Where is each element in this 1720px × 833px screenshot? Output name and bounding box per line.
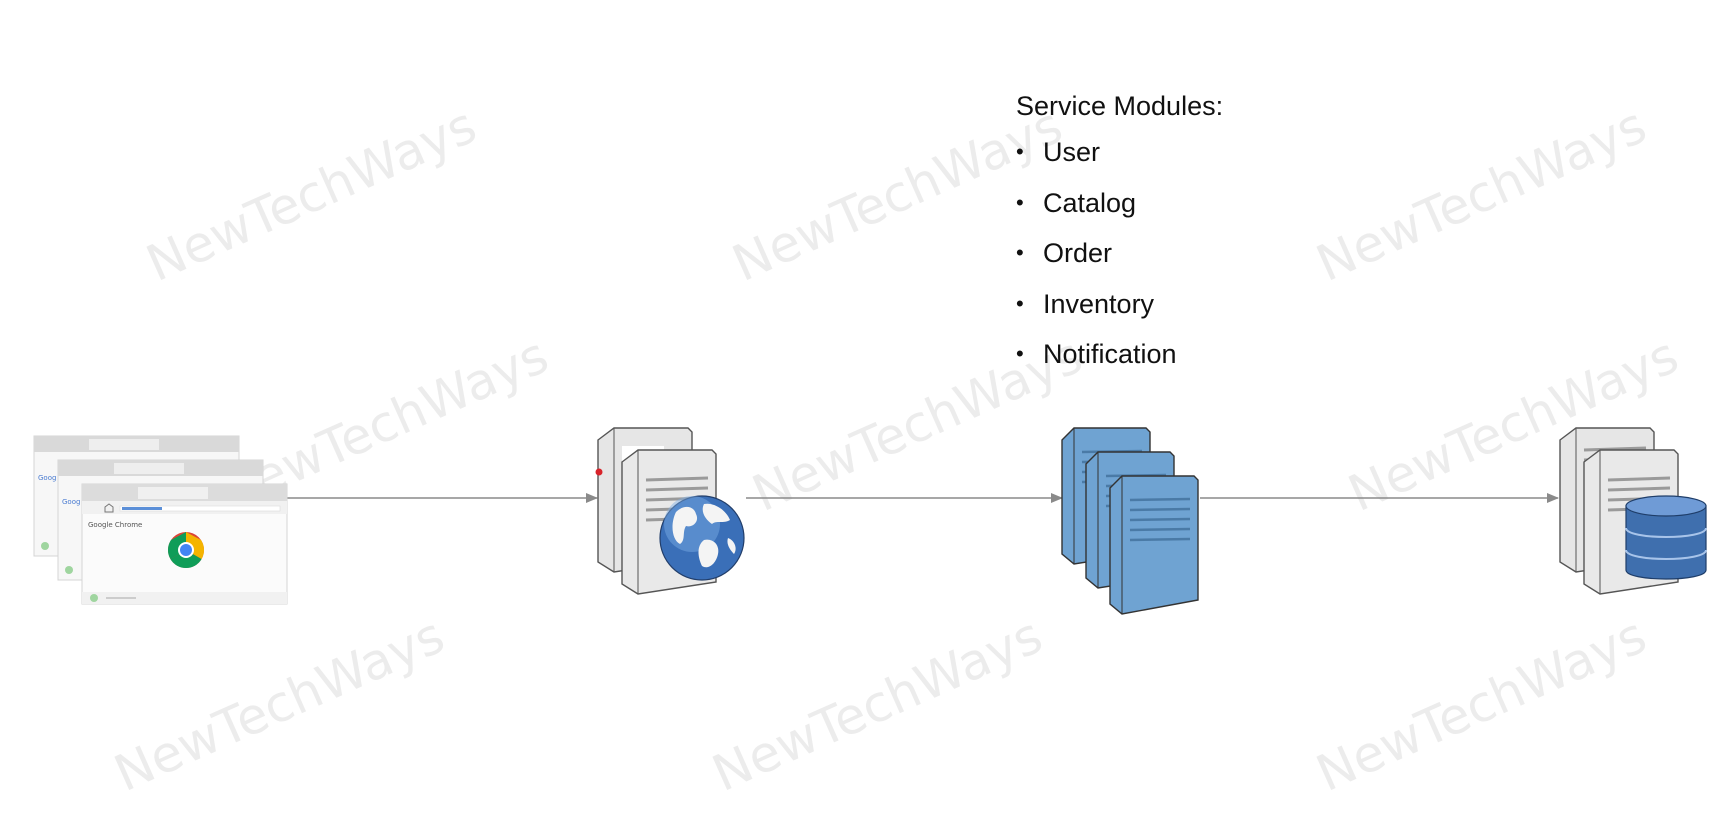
service-modules-heading: Service Modules: (1016, 91, 1224, 121)
browser-windows-icon: Goog Goog Google Chrome (33, 435, 288, 605)
app-server-cluster-icon (1061, 427, 1199, 615)
service-module-item: Notification (1016, 336, 1223, 387)
service-modules-list: Service Modules: User Catalog Order Inve… (1016, 88, 1223, 387)
chrome-logo-icon (167, 532, 205, 569)
service-module-item: Catalog (1016, 185, 1223, 236)
globe-icon (659, 495, 745, 581)
browser-window-front: Google Chrome (81, 483, 288, 605)
svg-text:Goog: Goog (62, 498, 80, 506)
service-module-item: User (1016, 134, 1223, 185)
service-module-item: Order (1016, 235, 1223, 286)
chrome-brand-text: Google Chrome (88, 521, 142, 529)
web-server-globe-icon (595, 427, 745, 595)
database-server-icon (1559, 427, 1707, 595)
app-server-tower (1109, 475, 1199, 615)
database-cylinder-icon (1625, 495, 1707, 580)
svg-text:Goog: Goog (38, 474, 56, 482)
service-module-item: Inventory (1016, 286, 1223, 337)
